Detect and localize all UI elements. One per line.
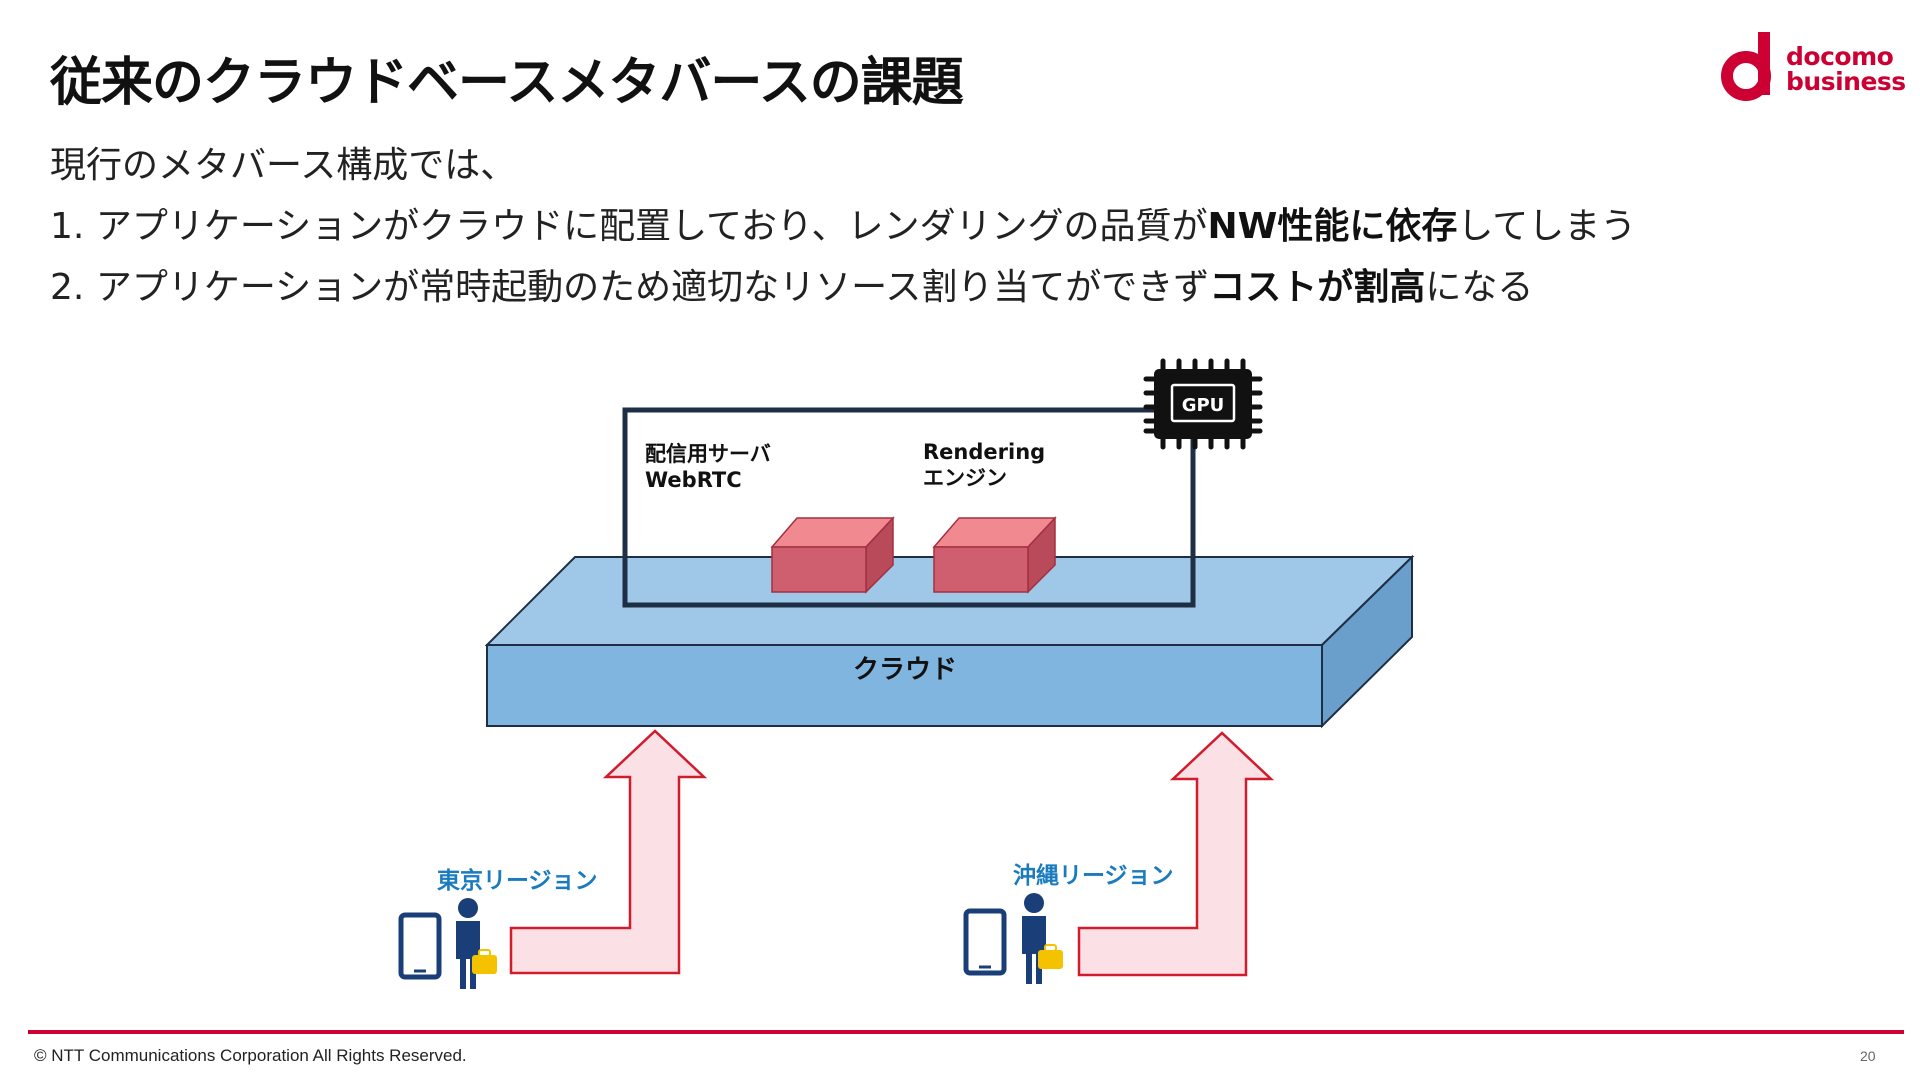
issue-emphasis: NW性能に依存 (1207, 206, 1458, 247)
business-person-icon (1022, 893, 1063, 984)
issue-item-1: 1. アプリケーションがクラウドに配置しており、レンダリングの品質がNW性能に依… (50, 196, 1636, 257)
intro-text: 現行のメタバース構成では、 (50, 145, 517, 186)
page-title: 従来のクラウドベースメタバースの課題 (50, 53, 964, 113)
issue-number: 2. (50, 267, 85, 308)
gpu-label: GPU (1182, 395, 1225, 416)
server-1-label-line-1: 配信用サーバ (645, 442, 771, 466)
issue-item-2: 2. アプリケーションが常時起動のため適切なリソース割り当てができずコストが割高… (50, 257, 1636, 318)
gpu-server-frame (622, 407, 1196, 608)
gpu-chip-inner (1170, 383, 1236, 423)
arrow-tokyo-to-cloud-shape (509, 729, 708, 975)
issue-text-end: になる (1425, 267, 1534, 308)
footer-rule (28, 1030, 1904, 1034)
cloud-label: クラウド (853, 655, 957, 685)
smartphone-icon (963, 908, 1007, 976)
region-label-okinawa: 沖縄リージョン (1013, 863, 1174, 889)
smartphone-icon (398, 912, 442, 980)
issue-emphasis: コストが割高 (1209, 267, 1426, 308)
server-1-label-line-2: WebRTC (645, 468, 742, 492)
issue-number: 1. (50, 206, 85, 247)
docomo-d-icon (1721, 32, 1771, 101)
arrow-okinawa-to-cloud-shape (1077, 731, 1275, 977)
region-label-tokyo: 東京リージョン (437, 867, 598, 894)
copyright-text: © NTT Communications Corporation All Rig… (34, 1046, 467, 1065)
server-box-2 (932, 516, 1057, 594)
docomo-business-logo: docomo business (1720, 26, 1906, 106)
page-number: 20 (1860, 1048, 1876, 1064)
business-person-icon (456, 898, 497, 989)
server-box-1 (770, 516, 895, 594)
cloud-platform: クラウド (484, 554, 1415, 729)
server-2-label-line-1: Rendering (923, 440, 1045, 464)
logo-line-2: business (1786, 67, 1906, 96)
issue-text: アプリケーションが常時起動のため適切なリソース割り当てができず (95, 267, 1210, 308)
issue-text: アプリケーションがクラウドに配置しており、レンダリングの品質が (95, 206, 1208, 247)
logo-line-1: docomo (1786, 42, 1894, 71)
cloud-front-face (486, 644, 1323, 727)
issue-list: 現行のメタバース構成では、 1. アプリケーションがクラウドに配置しており、レン… (50, 135, 1636, 318)
issue-text-end: してしまう (1457, 206, 1637, 247)
server-2-label-line-2: エンジン (923, 466, 1007, 490)
